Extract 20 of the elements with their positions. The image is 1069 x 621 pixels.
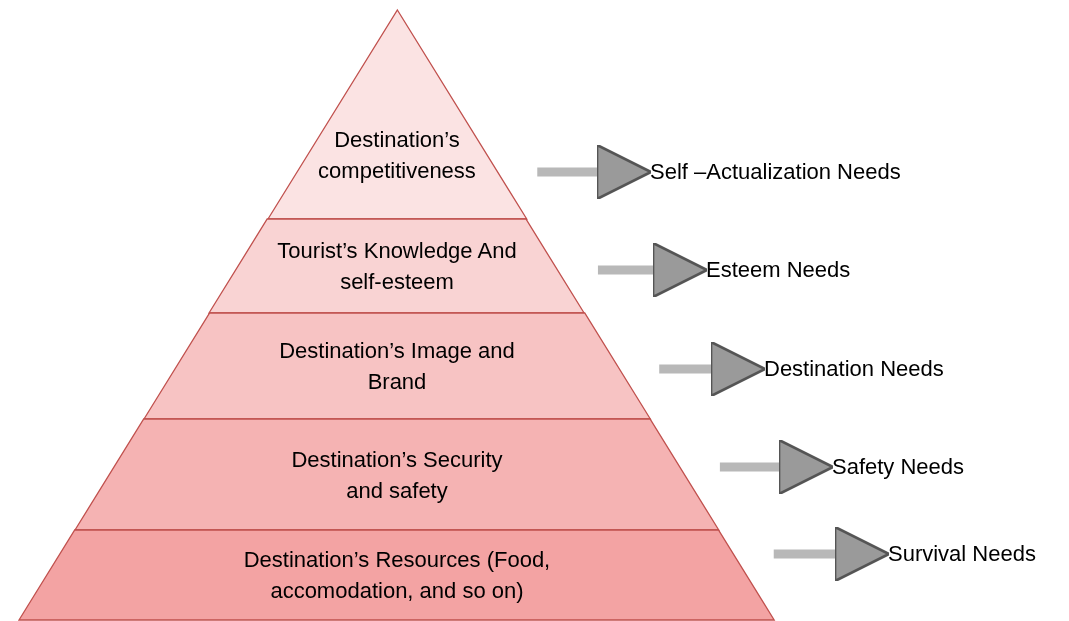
level-label: Destination’s competitiveness [317, 125, 477, 185]
pyramid-level [267, 10, 527, 219]
arrow [719, 438, 835, 496]
level-label: Destination’s Resources (Food, accomodation, and so on) [242, 546, 552, 605]
arrow [537, 143, 653, 201]
level-label: Tourist’s Knowledge And self-esteem [277, 237, 517, 296]
needs-label: Esteem Needs [706, 257, 851, 283]
arrow [773, 525, 891, 583]
arrow [597, 241, 709, 299]
needs-label: Self –Actualization Needs [650, 159, 901, 185]
needs-label: Survival Needs [888, 541, 1036, 567]
pyramid-level [209, 219, 585, 313]
needs-label: Safety Needs [832, 454, 965, 480]
arrow [659, 340, 767, 398]
needs-label: Destination Needs [764, 356, 944, 382]
pyramid-level [143, 313, 651, 419]
pyramid-level [75, 419, 719, 530]
level-label: Destination’s Image and Brand [278, 337, 516, 396]
level-label: Destination’s Security and safety [290, 445, 504, 505]
pyramid-level [19, 530, 775, 620]
